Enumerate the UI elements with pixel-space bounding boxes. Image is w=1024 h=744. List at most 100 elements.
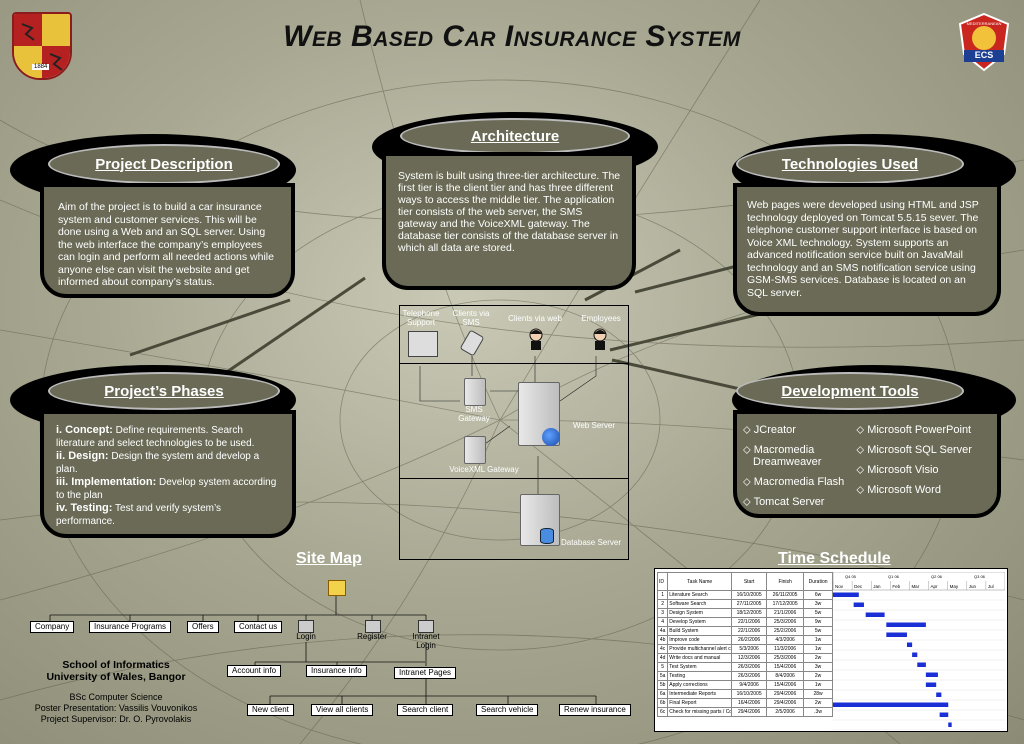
gantt-task-cell: 26/3/2006 xyxy=(731,662,768,672)
diagram-sms-clients-label: Clients via SMS xyxy=(452,309,490,327)
gantt-task-cell: 5a xyxy=(656,671,669,681)
site-node-register[interactable]: Register xyxy=(357,632,387,641)
gantt-quarter-label: Q2 06 xyxy=(931,574,943,579)
dev-tool-label: Microsoft Visio xyxy=(867,464,939,476)
site-node-search-vehicle[interactable]: Search vehicle xyxy=(476,704,539,716)
gantt-quarter-label: Q4 05 xyxy=(845,574,857,579)
gantt-task-cell: 1w xyxy=(803,644,833,654)
site-map-connectors xyxy=(49,594,597,704)
architecture-heading-text: Architecture xyxy=(470,127,560,145)
dev-tool-item: ⬦ Microsoft SQL Server xyxy=(856,444,972,456)
technologies-heading-text: Technologies Used xyxy=(781,155,919,173)
site-node-insurance-programs[interactable]: Insurance Programs xyxy=(89,621,172,633)
dev-tool-item: ⬦ Microsoft PowerPoint xyxy=(856,424,972,436)
gantt-task-cell: 5 xyxy=(656,662,669,672)
gantt-task-cell: Improve code xyxy=(667,635,733,645)
diagram-telephone-label: Telephone Support xyxy=(402,309,440,327)
gantt-task-cell: 5/3/2006 xyxy=(731,644,768,654)
gantt-task-cell: 4b xyxy=(656,635,669,645)
diagram-connectors xyxy=(419,356,597,501)
gantt-task-bar xyxy=(939,712,949,717)
gantt-header-cell: Task Name xyxy=(667,572,733,591)
gantt-task-cell: 29/4/2006 xyxy=(731,707,768,717)
phase-text-1: Define requirements. Search literature a… xyxy=(56,425,255,449)
gantt-task-cell: 27/11/2005 xyxy=(731,599,768,609)
gantt-task-cell: 6c xyxy=(656,707,669,717)
dev-tools-heading-text: Development Tools xyxy=(781,382,919,400)
gantt-task-cell: 26/11/2005 xyxy=(766,590,805,600)
gantt-task-cell: 12/3/2006 xyxy=(731,653,768,663)
web-client-person-icon xyxy=(529,328,543,350)
site-node-login[interactable]: Login xyxy=(296,632,316,641)
gantt-task-cell: 22/1/2006 xyxy=(731,626,768,636)
site-node-account-info[interactable]: Account info xyxy=(227,665,282,677)
gantt-task-cell: 4 xyxy=(656,617,669,627)
gantt-header-cell: Finish xyxy=(766,572,805,591)
diagram-sms-gateway-label: SMS Gateway xyxy=(458,405,490,423)
diagram-web-clients-label: Clients via web xyxy=(508,314,562,323)
gantt-task-cell: 25/3/2006 xyxy=(766,653,805,663)
gantt-month-label: Jul xyxy=(988,584,994,589)
dev-tools-panel: ⬦ JCreator ⬦ Macromedia Dreamweaver ⬦ Ma… xyxy=(733,410,1001,518)
site-node-insurance-info[interactable]: Insurance Info xyxy=(306,665,367,677)
site-node-view-all-clients[interactable]: View all clients xyxy=(311,704,374,716)
dev-tool-item: ⬦ Macromedia Dreamweaver xyxy=(743,444,822,468)
time-schedule-heading: Time Schedule xyxy=(778,550,891,567)
ecs-logo: MEDITERRANEAN ECS xyxy=(958,12,1010,72)
gantt-task-cell: 1w xyxy=(803,635,833,645)
home-icon[interactable] xyxy=(328,580,346,596)
voicexml-gateway-server-icon xyxy=(464,436,486,464)
site-node-company[interactable]: Company xyxy=(30,621,75,633)
gantt-task-bar xyxy=(917,662,926,667)
gantt-task-cell: 3w xyxy=(803,599,833,609)
gantt-task-cell: Develop System xyxy=(667,617,733,627)
degree: BSc Computer Science xyxy=(69,692,163,702)
gantt-task-cell: 3w xyxy=(803,662,833,672)
gantt-task-cell: 4a xyxy=(656,626,669,636)
site-node-renew-insurance[interactable]: Renew insurance xyxy=(559,704,631,716)
site-node-new-client[interactable]: New client xyxy=(247,704,294,716)
gantt-month-label: Feb xyxy=(892,584,900,589)
architecture-panel: System is built using three-tier archite… xyxy=(382,152,636,290)
site-node-offers[interactable]: Offers xyxy=(187,621,219,633)
dev-tool-item: ⬦ JCreator xyxy=(743,424,796,436)
gantt-task-cell: .3w xyxy=(803,707,833,717)
site-node-intranet-login[interactable]: Intranet Login xyxy=(412,632,440,650)
phase-label-3: iii. Implementation: xyxy=(56,476,157,488)
gantt-task-bar xyxy=(912,652,918,657)
dev-tool-item: ⬦ Microsoft Word xyxy=(856,484,941,496)
phase-text-3: Develop system according to the plan xyxy=(56,477,277,501)
intranet-computer-icon xyxy=(418,620,434,633)
gantt-task-cell: 15/4/2006 xyxy=(766,680,805,690)
site-node-search-client[interactable]: Search client xyxy=(397,704,454,716)
gantt-month-label: Jan xyxy=(873,584,881,589)
gantt-task-cell: 9w xyxy=(803,617,833,627)
phases-heading: Project’s Phases xyxy=(48,372,280,410)
dev-tool-label: Microsoft SQL Server xyxy=(867,444,972,456)
dev-tool-label: JCreator xyxy=(753,424,796,436)
gantt-task-cell: Testing xyxy=(667,671,733,681)
gantt-header-cell: Start xyxy=(731,572,768,591)
site-node-intranet-pages[interactable]: Intranet Pages xyxy=(394,667,457,679)
gantt-task-cell: 2w xyxy=(803,698,833,708)
gantt-header-cell: ID xyxy=(656,572,669,591)
gantt-task-cell: 11/3/2006 xyxy=(766,644,805,654)
gantt-month-label: Dec xyxy=(854,584,863,589)
gantt-task-bar xyxy=(925,682,937,687)
gantt-month-label: Nov xyxy=(835,584,844,589)
sms-gateway-server-icon xyxy=(464,378,486,406)
gantt-task-cell: 15/4/2006 xyxy=(766,662,805,672)
gantt-task-cell: Provide multichannel alert capabilities xyxy=(667,644,733,654)
site-node-contact-us[interactable]: Contact us xyxy=(234,621,283,633)
phase-label-4: iv. Testing: xyxy=(56,502,113,514)
phase-item-1: i. Concept: Define requirements. Search … xyxy=(56,424,282,450)
